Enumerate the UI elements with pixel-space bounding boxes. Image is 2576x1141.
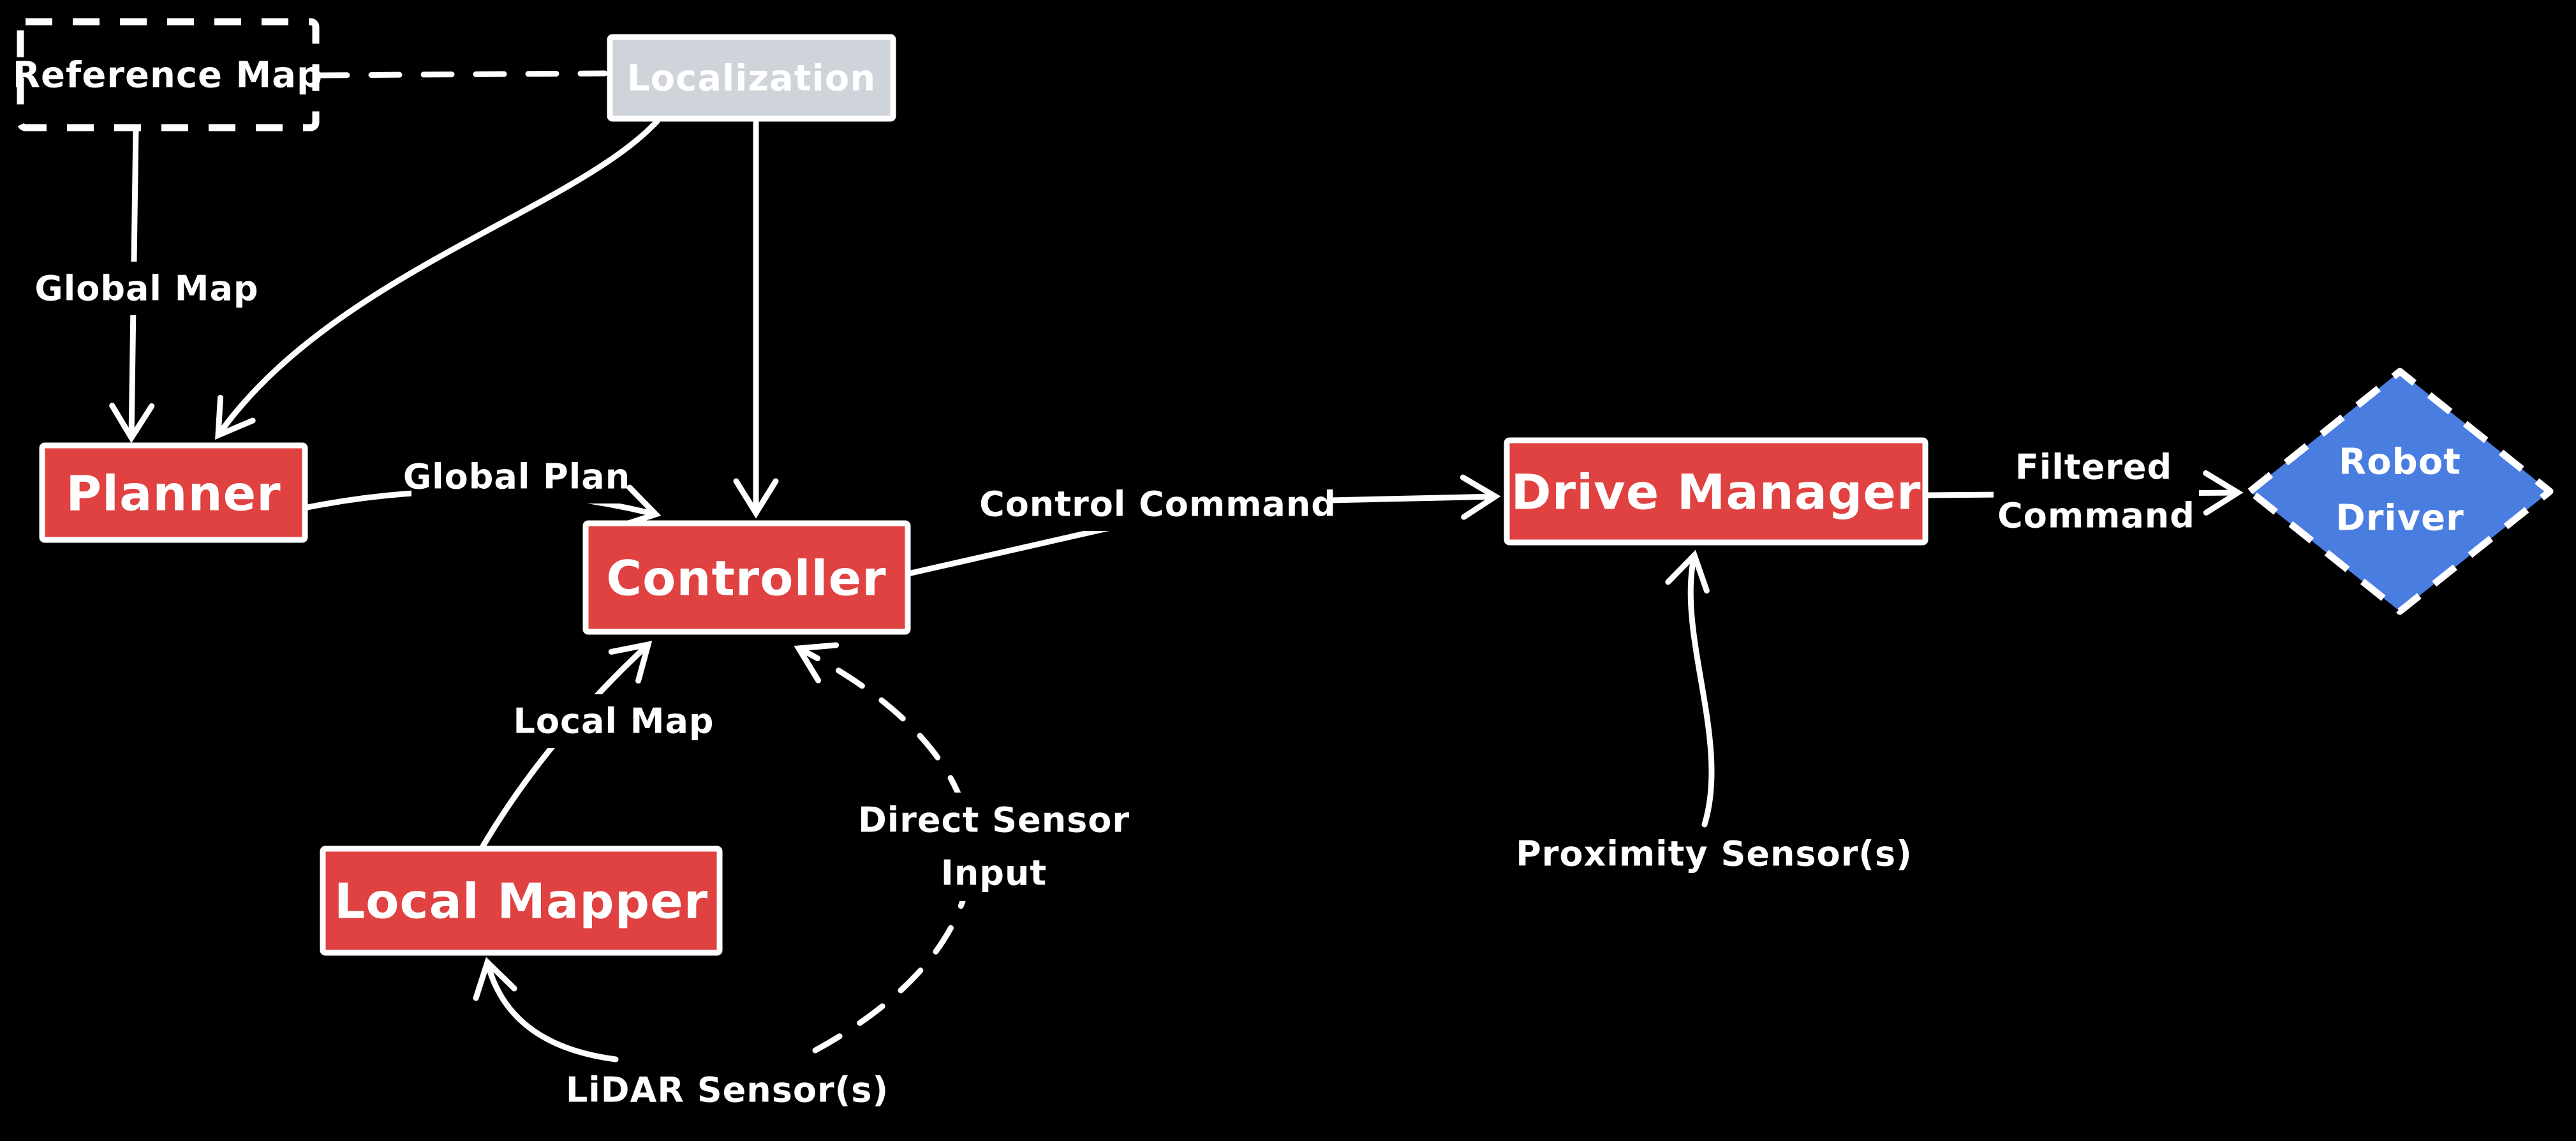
edge-localization-to-planner bbox=[215, 118, 660, 440]
filtered-command-label-line1: Filtered bbox=[2015, 447, 2172, 488]
edge-reference-map-to-localization bbox=[316, 70, 608, 78]
node-controller[interactable]: Controller bbox=[582, 520, 911, 635]
node-localization[interactable]: Localization bbox=[607, 34, 896, 122]
edge-label-global-map: Global Map bbox=[34, 262, 258, 315]
node-local-mapper[interactable]: Local Mapper bbox=[320, 846, 723, 956]
controller-label: Controller bbox=[606, 550, 886, 607]
edge-label-global-plan: Global Plan bbox=[403, 450, 630, 503]
global-map-label: Global Map bbox=[34, 269, 258, 309]
reference-map-label: Reference Map bbox=[13, 55, 323, 96]
edge-lidar-to-local-mapper bbox=[473, 957, 619, 1063]
proximity-sensors-label[interactable]: Proximity Sensor(s) bbox=[1516, 834, 1913, 874]
control-command-label: Control Command bbox=[979, 484, 1336, 525]
localization-label: Localization bbox=[627, 58, 876, 100]
direct-sensor-input-label-line2: Input bbox=[941, 853, 1047, 893]
direct-sensor-input-label-line1: Direct Sensor bbox=[858, 800, 1130, 840]
node-drive-manager[interactable]: Drive Manager bbox=[1504, 437, 1928, 546]
local-map-label: Local Map bbox=[513, 701, 714, 742]
node-planner[interactable]: Planner bbox=[39, 442, 308, 543]
edge-label-filtered-command: Filtered Command bbox=[1994, 440, 2199, 542]
filtered-command-label-line2: Command bbox=[1997, 496, 2195, 536]
local-mapper-label: Local Mapper bbox=[334, 873, 708, 930]
lidar-sensors-label[interactable]: LiDAR Sensor(s) bbox=[566, 1070, 889, 1110]
node-robot-driver[interactable]: Robot Driver bbox=[2246, 368, 2554, 615]
planner-label: Planner bbox=[66, 465, 281, 522]
robot-driver-label-line1: Robot bbox=[2339, 442, 2461, 483]
edge-label-control-command: Control Command bbox=[979, 477, 1336, 531]
global-plan-label: Global Plan bbox=[403, 457, 630, 497]
edge-proximity-to-drive-manager bbox=[1665, 549, 1715, 828]
drive-manager-label: Drive Manager bbox=[1511, 464, 1921, 521]
robot-driver-label-line2: Driver bbox=[2335, 498, 2464, 539]
edge-label-local-map: Local Map bbox=[509, 694, 718, 748]
node-reference-map[interactable]: Reference Map bbox=[13, 18, 323, 131]
edge-label-direct-sensor-input: Direct Sensor Input bbox=[843, 793, 1144, 901]
